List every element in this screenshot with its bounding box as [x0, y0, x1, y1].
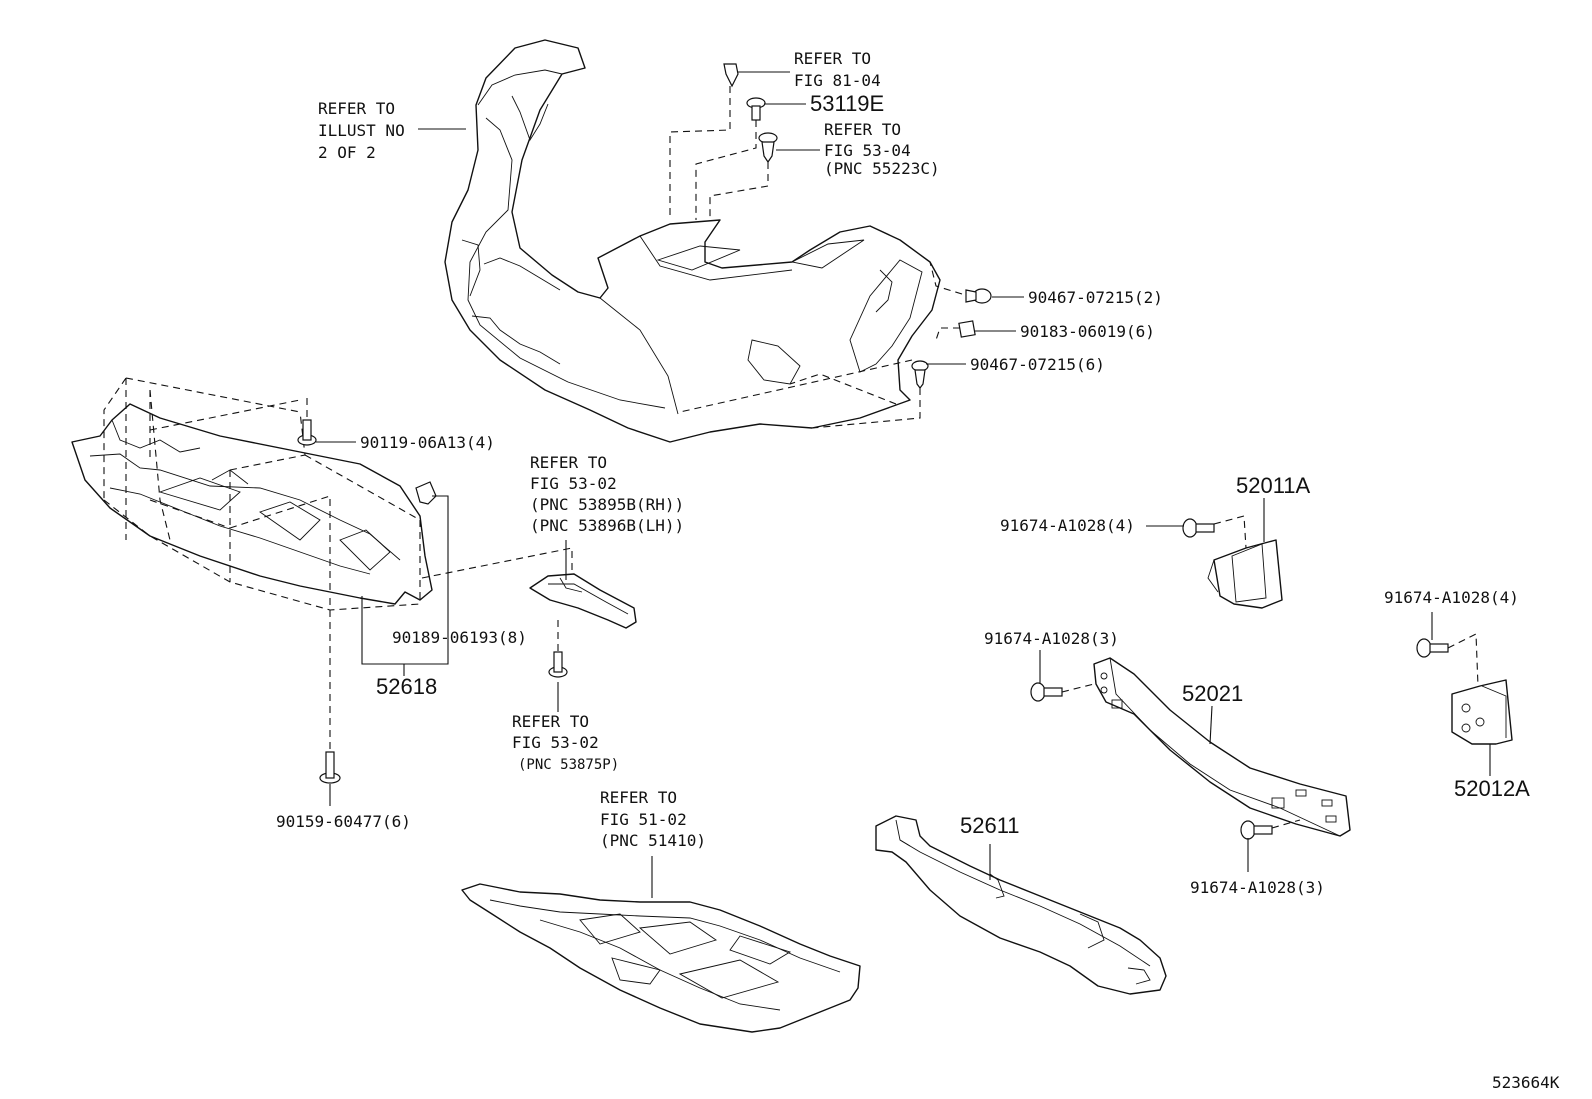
callout-52618: 52618	[376, 674, 437, 699]
reinforcement-beam-52021-illustration	[1093, 657, 1351, 837]
callout-refer-53-02-b-line-3: (PNC 53875P)	[518, 757, 619, 773]
fastener-nut-90183	[958, 320, 976, 338]
fastener-bolt-91674-beam-bottom	[1240, 820, 1273, 840]
callout-53119e: 53119E	[810, 91, 884, 116]
callout-90467-07215-6: 90467-07215(6)	[970, 355, 1105, 374]
diagram-code: 523664K	[1492, 1073, 1560, 1092]
callout-52011a: 52011A	[1236, 473, 1311, 498]
fastener-bolt-91674-bracket-left	[1182, 518, 1215, 538]
fastener-bolt-91674-beam-top	[1030, 682, 1063, 702]
callout-90467-07215-2: 90467-07215(2)	[1028, 288, 1163, 307]
absorber-52618-illustration	[71, 403, 433, 605]
callout-refer-51-02-line-1: REFER TO	[600, 788, 677, 807]
callout-90159-60477: 90159-60477(6)	[276, 812, 411, 831]
callout-91674-a1028-bracket-right: 91674-A1028(4)	[1384, 588, 1519, 607]
callout-90183-06019: 90183-06019(6)	[1020, 322, 1155, 341]
bracket-52012a-illustration	[1451, 679, 1513, 745]
fastener-bolt-53875p	[548, 651, 568, 678]
callout-refer-53-02-a-line-3: (PNC 53895B(RH))	[530, 495, 684, 514]
callout-labels: REFER TO ILLUST NO 2 OF 2 REFER TO FIG 8…	[276, 49, 1560, 1092]
absorber-dashed-outline	[103, 377, 421, 611]
callout-refer-53-02-b-line-2: FIG 53-02	[512, 733, 599, 752]
fastener-bolt-90159	[319, 751, 341, 784]
engine-under-cover-illustration	[461, 883, 861, 1033]
callout-52611: 52611	[960, 813, 1020, 838]
callout-refer-53-04-line-3: (PNC 55223C)	[824, 159, 940, 178]
callout-52012a: 52012A	[1454, 776, 1530, 801]
fastener-clip-81-04	[723, 63, 739, 88]
callout-refer-53-04-line-1: REFER TO	[824, 120, 901, 139]
fastener-clip-53-04	[758, 132, 778, 164]
side-bracket-illustration	[529, 573, 637, 629]
fastener-screw-53119e	[746, 97, 766, 121]
callout-refer-illust-line-3: 2 OF 2	[318, 143, 376, 162]
callout-refer-illust-line-2: ILLUST NO	[318, 121, 405, 140]
callout-91674-a1028-beam-bottom: 91674-A1028(3)	[1190, 878, 1325, 897]
callout-90189-06193: 90189-06193(8)	[392, 628, 527, 647]
callout-refer-81-04-line-2: FIG 81-04	[794, 71, 881, 90]
fastener-clip-90467-6	[911, 360, 929, 389]
fastener-clip-90189	[415, 481, 437, 505]
fastener-bolt-90119	[297, 419, 317, 446]
fastener-bolt-91674-bracket-right	[1416, 638, 1449, 658]
bumper-cover-illustration	[444, 39, 941, 443]
callout-52021: 52021	[1182, 681, 1243, 706]
callout-91674-a1028-bracket-left: 91674-A1028(4)	[1000, 516, 1135, 535]
callout-refer-51-02-line-3: (PNC 51410)	[600, 831, 706, 850]
callout-refer-53-02-a-line-1: REFER TO	[530, 453, 607, 472]
callout-refer-illust-line-1: REFER TO	[318, 99, 395, 118]
callout-refer-53-02-b-line-1: REFER TO	[512, 712, 589, 731]
callout-91674-a1028-beam-top: 91674-A1028(3)	[984, 629, 1119, 648]
callout-refer-53-02-a-line-4: (PNC 53896B(LH))	[530, 516, 684, 535]
assembly-dashed-lines	[306, 86, 1479, 829]
energy-absorber-52611-illustration	[875, 815, 1167, 995]
callout-refer-53-04-line-2: FIG 53-04	[824, 141, 911, 160]
callout-refer-81-04-line-1: REFER TO	[794, 49, 871, 68]
callout-refer-53-02-a-line-2: FIG 53-02	[530, 474, 617, 493]
leader-lines	[316, 71, 1491, 898]
bracket-52011a-illustration	[1207, 539, 1283, 609]
fastener-clip-90467-2	[965, 288, 992, 304]
callout-refer-51-02-line-2: FIG 51-02	[600, 810, 687, 829]
callout-90119-06a13: 90119-06A13(4)	[360, 433, 495, 452]
